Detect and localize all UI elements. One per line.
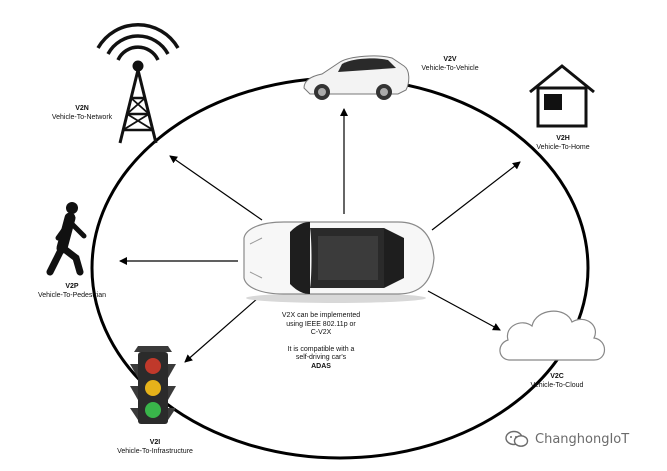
arrow-v2h — [431, 161, 521, 231]
label-v2v-abbr: V2V — [443, 56, 457, 63]
center-note-line5: self-driving car's — [295, 354, 347, 361]
watermark-text: ChanghongIoT — [535, 431, 630, 447]
home-icon — [529, 64, 595, 128]
cell-tower-icon — [96, 22, 180, 144]
center-note-line6: ADAS — [311, 362, 331, 370]
label-v2h: V2H Vehicle-To-Home — [518, 134, 608, 152]
watermark: ChanghongIoT — [505, 430, 629, 448]
label-v2v: V2V Vehicle-To-Vehicle — [405, 55, 495, 73]
label-v2c: V2C Vehicle-To-Cloud — [512, 372, 602, 390]
label-v2n-full: Vehicle-To-Network — [51, 114, 113, 121]
arrow-v2i — [184, 297, 259, 363]
label-v2n: V2N Vehicle-To-Network — [32, 104, 132, 122]
label-v2p: V2P Vehicle-To-Pedestrian — [22, 282, 122, 300]
arrow-v2n — [169, 155, 263, 221]
label-v2i-abbr: V2I — [149, 439, 161, 446]
center-car-image — [243, 221, 435, 303]
cloud-icon — [499, 310, 606, 361]
label-v2c-abbr: V2C — [550, 373, 564, 380]
center-note-line1: V2X can be implemented — [281, 312, 361, 319]
pedestrian-icon — [46, 202, 87, 276]
arrow-v2c — [427, 290, 501, 331]
label-v2i: V2I Vehicle-To-Infrastructure — [100, 438, 210, 456]
center-note-line2: using IEEE 802.11p or — [286, 320, 356, 328]
traffic-light-icon — [130, 346, 176, 424]
center-note-line3: C-V2X — [310, 329, 332, 336]
label-v2v-full: Vehicle-To-Vehicle — [421, 65, 479, 72]
label-v2n-abbr: V2N — [75, 105, 89, 112]
center-note-line4: It is compatible with a — [287, 345, 355, 353]
label-v2p-abbr: V2P — [65, 283, 79, 290]
label-v2i-full: Vehicle-To-Infrastructure — [117, 448, 193, 455]
connection-arrows — [119, 108, 521, 363]
center-note-gap — [279, 338, 363, 346]
center-note: V2X can be implemented using IEEE 802.11… — [279, 312, 363, 371]
label-v2h-abbr: V2H — [556, 135, 570, 142]
wechat-icon — [505, 430, 529, 447]
label-v2p-full: Vehicle-To-Pedestrian — [37, 292, 107, 299]
label-v2h-full: Vehicle-To-Home — [536, 144, 590, 151]
v2v-car-image — [303, 55, 410, 100]
label-v2c-full: Vehicle-To-Cloud — [530, 382, 584, 389]
